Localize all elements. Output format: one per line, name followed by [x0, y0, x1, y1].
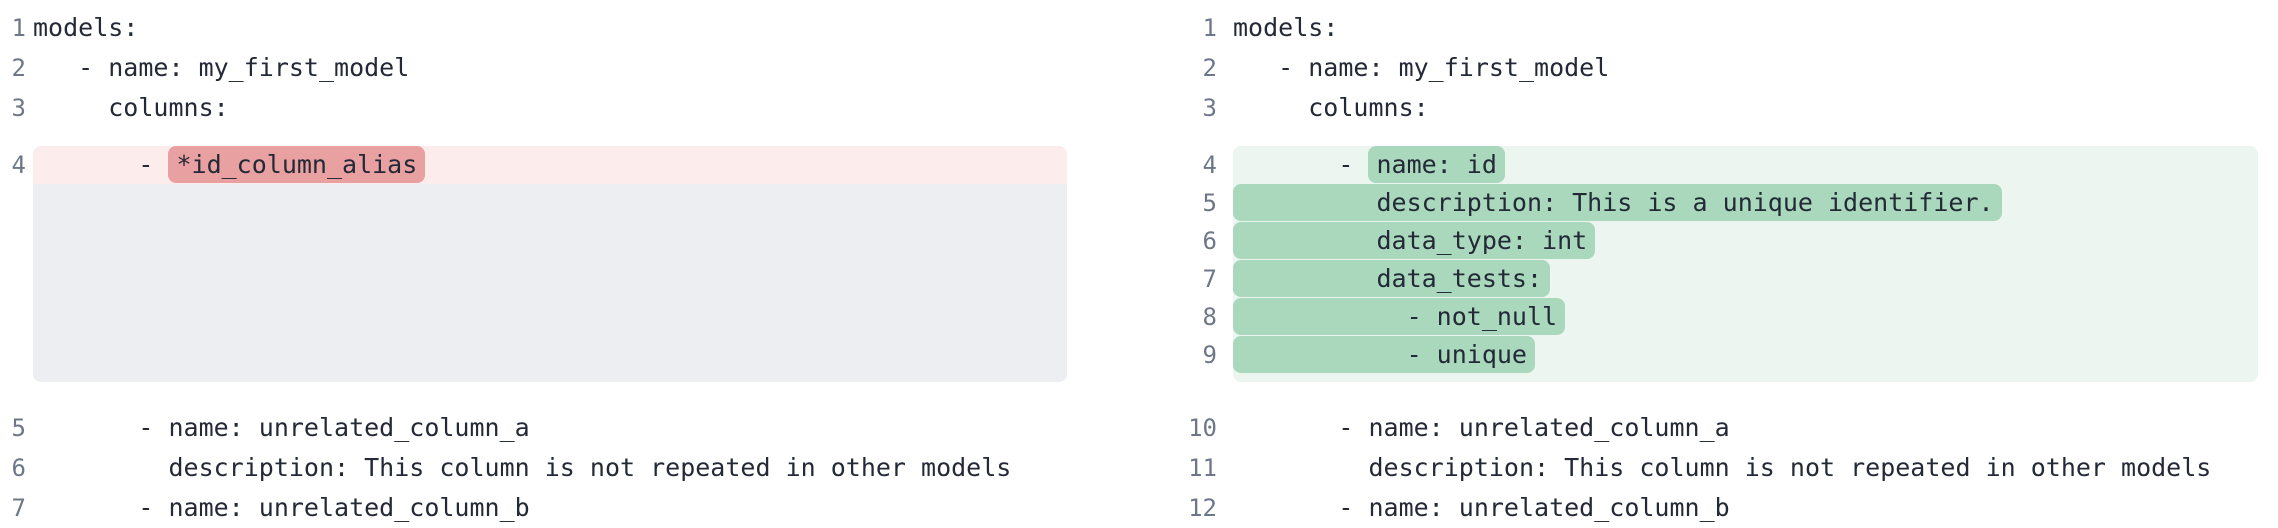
collapsed-gap-row [0, 184, 1067, 382]
code-line: - *id_column_alias [33, 146, 1067, 184]
diff-row: 10 - name: unrelated_column_a [1173, 408, 2258, 448]
line-number: 2 [11, 54, 26, 82]
code-line: - not_null [1233, 298, 2258, 336]
code-line: models: [33, 13, 139, 42]
diff-token-highlight-removed: *id_column_alias [168, 146, 426, 183]
diff-row: 4 - *id_column_alias [0, 146, 1067, 184]
code-line: description: This is a unique identifier… [1233, 184, 2258, 222]
diff-row: 6 description: This column is not repeat… [0, 448, 1067, 488]
line-number [0, 184, 26, 382]
line-number: 2 [1202, 54, 1217, 82]
diff-row: 3 columns: [1173, 88, 2258, 128]
code-line: - name: id [1233, 146, 2258, 184]
code-line: - unique [1233, 336, 2258, 382]
line-number: 4 [11, 151, 26, 179]
line-number: 7 [11, 494, 26, 522]
code-line: - name: unrelated_column_a [1233, 413, 1730, 442]
line-number: 4 [1202, 151, 1217, 179]
diff-row: 2 - name: my_first_model [0, 48, 1067, 88]
code-line: - name: unrelated_column_b [33, 493, 530, 522]
diff-row: 2 - name: my_first_model [1173, 48, 2258, 88]
diff-token-highlight-added: data_tests: [1233, 260, 1551, 297]
line-number: 5 [11, 414, 26, 442]
line-number: 11 [1188, 454, 1217, 482]
code-line: columns: [33, 93, 229, 122]
code-line: description: This column is not repeated… [33, 453, 1012, 482]
code-line: data_tests: [1233, 260, 2258, 298]
diff-token-highlight-added: data_type: int [1233, 222, 1596, 259]
code-line: models: [1233, 13, 1339, 42]
diff-row: 4 - name: id [1173, 146, 2258, 184]
diff-row: 3 columns: [0, 88, 1067, 128]
diff-row: 12 - name: unrelated_column_b [1173, 488, 2258, 528]
line-number: 10 [1188, 414, 1217, 442]
line-number: 12 [1188, 494, 1217, 522]
line-number: 6 [11, 454, 26, 482]
code-line: columns: [1233, 93, 1429, 122]
collapsed-gap [33, 184, 1067, 382]
diff-token-highlight-added: - not_null [1233, 298, 1566, 335]
code-line: description: This column is not repeated… [1233, 453, 2212, 482]
code-line: - name: my_first_model [1233, 53, 1610, 82]
line-number: 7 [1202, 265, 1217, 293]
diff-row: 7 - name: unrelated_column_b [0, 488, 1067, 528]
diff-row: 11 description: This column is not repea… [1173, 448, 2258, 488]
line-number: 1 [1202, 14, 1217, 42]
diff-token-highlight-added: name: id [1368, 146, 1505, 183]
line-number: 9 [1202, 341, 1217, 369]
diff-row: 9 - unique [1173, 336, 2258, 382]
code-line: - name: my_first_model [33, 53, 410, 82]
code-line: - name: unrelated_column_a [33, 413, 530, 442]
diff-row: 1 models: [1173, 8, 2258, 48]
line-number: 3 [11, 94, 26, 122]
diff-token-highlight-added: description: This is a unique identifier… [1233, 184, 2002, 221]
diff-row: 5 description: This is a unique identifi… [1173, 184, 2258, 222]
line-number: 5 [1202, 189, 1217, 217]
code-line: - name: unrelated_column_b [1233, 493, 1730, 522]
line-number: 6 [1202, 227, 1217, 255]
diff-row: 6 data_type: int [1173, 222, 2258, 260]
diff-token-highlight-added: - unique [1233, 336, 1535, 373]
diff-row: 7 data_tests: [1173, 260, 2258, 298]
diff-row: 5 - name: unrelated_column_a [0, 408, 1067, 448]
diff-row: 8 - not_null [1173, 298, 2258, 336]
line-number: 3 [1202, 94, 1217, 122]
code-line: data_type: int [1233, 222, 2258, 260]
line-number: 1 [11, 14, 26, 42]
line-number: 8 [1202, 303, 1217, 331]
